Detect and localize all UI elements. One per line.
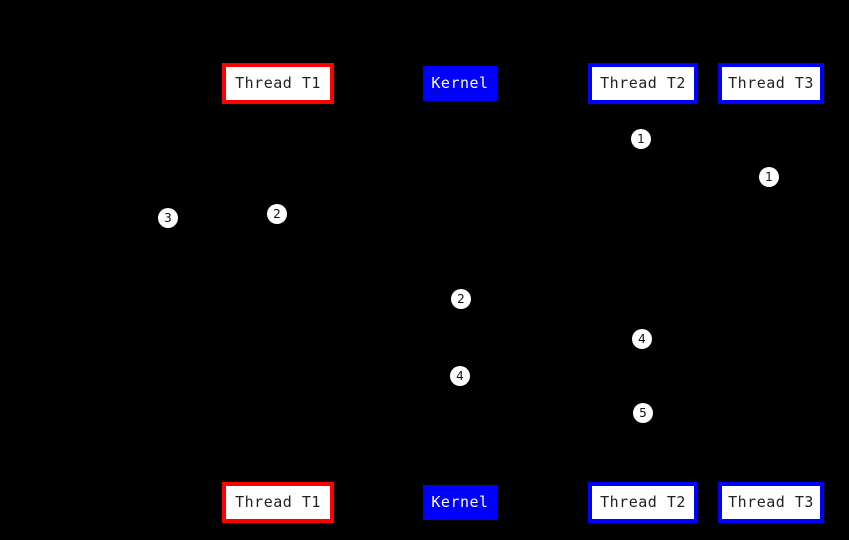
participant-box-t2[interactable]: Thread T2 bbox=[588, 63, 698, 104]
message-arrow-m5 bbox=[459, 336, 643, 342]
message-arrow-m3 bbox=[167, 215, 278, 221]
arrowhead-icon bbox=[765, 136, 772, 142]
lifeline-ll-t1 bbox=[278, 104, 279, 482]
message-arrow-m7 bbox=[643, 410, 772, 416]
participant-box-kernelb[interactable]: Kernel bbox=[423, 485, 497, 520]
message-arrow-m2 bbox=[642, 174, 771, 180]
participant-box-kernel[interactable]: Kernel bbox=[423, 66, 497, 101]
message-arrow-m1 bbox=[643, 136, 772, 142]
arrowhead-icon bbox=[459, 336, 466, 342]
step-badge-s8: 5 bbox=[633, 403, 653, 423]
step-badge-s7: 4 bbox=[450, 366, 470, 386]
message-arrow-m4 bbox=[278, 296, 461, 302]
participant-label: Thread T3 bbox=[728, 493, 814, 511]
step-badge-s1: 1 bbox=[631, 129, 651, 149]
step-badge-s4: 2 bbox=[267, 204, 287, 224]
arrowhead-icon bbox=[642, 174, 649, 180]
participant-box-t2b[interactable]: Thread T2 bbox=[588, 482, 698, 523]
step-badge-s5: 2 bbox=[451, 289, 471, 309]
participant-label: Thread T1 bbox=[235, 493, 321, 511]
participant-box-t1[interactable]: Thread T1 bbox=[222, 63, 334, 104]
participant-label: Thread T1 bbox=[235, 74, 321, 92]
step-badge-s3: 3 bbox=[158, 208, 178, 228]
participant-box-t1b[interactable]: Thread T1 bbox=[222, 482, 334, 523]
step-badge-s6: 4 bbox=[632, 329, 652, 349]
arrowhead-icon bbox=[765, 410, 772, 416]
participant-label: Kernel bbox=[431, 74, 489, 92]
message-arrow-m6 bbox=[277, 373, 460, 379]
lifeline-ll-t3 bbox=[771, 104, 772, 482]
arrowhead-icon bbox=[277, 373, 284, 379]
participant-label: Kernel bbox=[431, 493, 489, 511]
step-badge-s2: 1 bbox=[759, 167, 779, 187]
participant-box-t3[interactable]: Thread T3 bbox=[718, 63, 824, 104]
participant-label: Thread T2 bbox=[600, 74, 686, 92]
lifeline-ll-t2 bbox=[643, 104, 644, 482]
participant-label: Thread T2 bbox=[600, 493, 686, 511]
participant-box-t3b[interactable]: Thread T3 bbox=[718, 482, 824, 523]
participant-label: Thread T3 bbox=[728, 74, 814, 92]
